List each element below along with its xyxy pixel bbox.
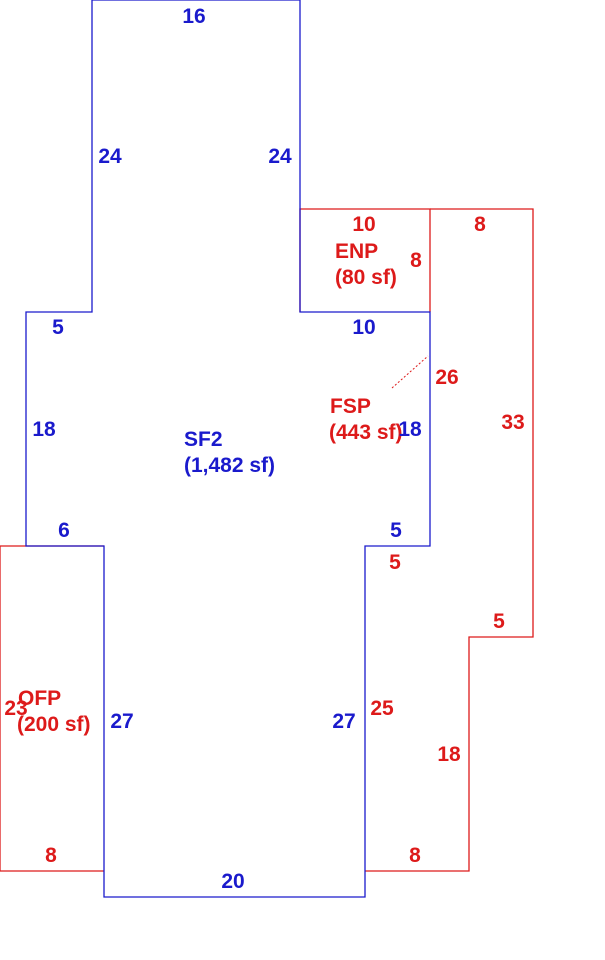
fsp-code-label: FSP <box>330 395 371 418</box>
ofp-area-label: (200 sf) <box>17 713 91 736</box>
dim-fsp-notch: 5 <box>493 610 505 633</box>
dim-fsp-inner-step: 5 <box>389 551 401 574</box>
sf2-outline <box>25 0 431 898</box>
dim-fsp-inner-upper: 26 <box>435 366 458 389</box>
dim-ofp-bottom: 8 <box>45 844 57 867</box>
ofp-code-label: OFP <box>18 687 61 710</box>
dim-upper-right: 24 <box>268 145 292 168</box>
fsp-area-label: (443 sf) <box>329 421 403 444</box>
dim-left-lower: 27 <box>110 710 133 733</box>
sf2-area-label: (1,482 sf) <box>184 454 275 477</box>
dim-upper-left: 24 <box>98 145 122 168</box>
dim-right-middle: 18 <box>398 418 422 441</box>
dim-bottom: 20 <box>221 870 244 893</box>
dim-ofp-left: 23 <box>4 697 27 720</box>
dim-enp-top: 10 <box>352 213 375 236</box>
dim-left-middle: 18 <box>32 418 56 441</box>
enp-code-label: ENP <box>335 240 378 263</box>
sf2-code-label: SF2 <box>184 428 223 451</box>
dim-enp-right: 8 <box>410 249 422 272</box>
dim-left-step-upper: 5 <box>52 316 64 339</box>
fsp-outline <box>365 208 534 872</box>
dim-fsp-bottom: 8 <box>409 844 421 867</box>
dim-fsp-top: 8 <box>474 213 486 236</box>
dim-fsp-outer-right: 33 <box>501 411 524 434</box>
enp-area-label: (80 sf) <box>335 266 397 289</box>
dim-fsp-inner-lower: 25 <box>370 697 394 720</box>
dim-fsp-outer-lower: 18 <box>437 743 461 766</box>
dim-right-step-lower: 5 <box>390 519 402 542</box>
dim-top: 16 <box>182 5 205 28</box>
dim-left-step-lower: 6 <box>58 519 70 542</box>
fsp-leader-line <box>391 355 429 389</box>
dim-right-step-upper: 10 <box>352 316 375 339</box>
dim-right-lower: 27 <box>332 710 355 733</box>
